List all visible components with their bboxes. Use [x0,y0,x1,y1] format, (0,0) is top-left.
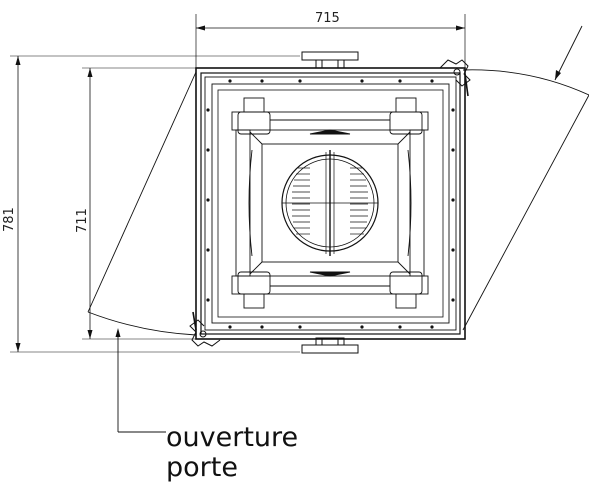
inner-height-dimension-label: 711 [75,208,90,233]
door-swing-left [87,71,197,336]
width-dimension-label: 715 [315,11,340,26]
hinge-top-right [439,59,471,97]
frame-bolts [206,79,455,329]
inner-height-dimension: 711 [75,67,200,340]
top-flange [301,51,359,69]
outer-height-dimension-label: 781 [2,207,17,232]
door-swing-right [462,25,589,331]
damper-blades [292,167,368,235]
width-dimension: 715 [195,11,466,70]
annotation-line2: porte [166,452,238,483]
housing-frame [195,67,466,340]
bottom-flange [301,337,359,354]
hinge-bottom-left [189,311,221,347]
inner-mechanism [231,97,429,309]
annotation-leader [115,328,166,433]
annotation-line1: ouverture [166,422,298,453]
outer-height-dimension: 781 [2,55,300,353]
